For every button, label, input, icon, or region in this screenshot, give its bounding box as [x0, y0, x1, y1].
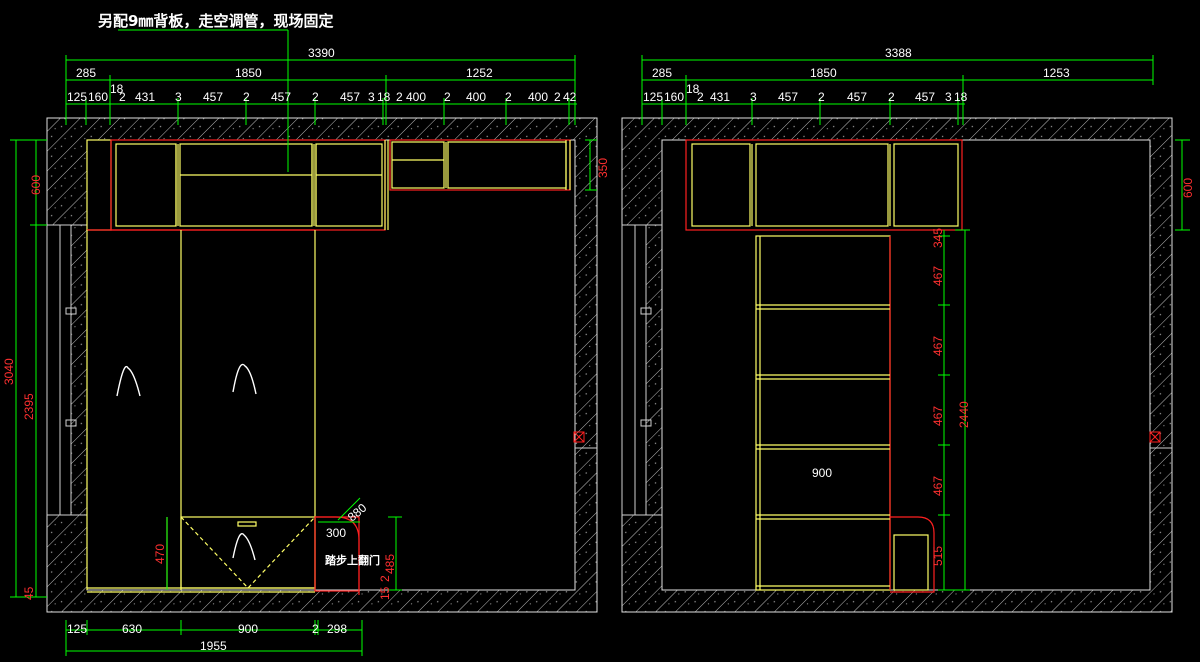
left-bottom-dim: 298 — [327, 622, 347, 636]
left-bottom-total: 1955 — [200, 639, 227, 653]
right-seg1-b: 1850 — [810, 66, 837, 80]
left-seg2: 457 — [203, 90, 223, 104]
left-seg2: 2 — [243, 90, 250, 104]
left-seg2: 3 — [368, 90, 375, 104]
right-height-345: 345 — [931, 228, 945, 248]
right-height-467: 467 — [931, 266, 945, 286]
left-upper-cabinets — [86, 139, 571, 231]
right-height-515: 515 — [931, 546, 945, 566]
left-wall-frame — [46, 117, 598, 613]
right-height-467: 467 — [931, 406, 945, 426]
left-bottom-dim: 900 — [238, 622, 258, 636]
right-seg2: 125 — [643, 90, 663, 104]
right-wall-marker-icon — [1149, 431, 1161, 443]
left-seg2: 2 — [505, 90, 512, 104]
left-seg2: 400 — [466, 90, 486, 104]
right-seg2: 2 — [697, 90, 704, 104]
right-seg2: 2 — [888, 90, 895, 104]
right-seg2: 18 — [954, 90, 968, 104]
left-seg2: 18 — [377, 90, 391, 104]
right-seg1-c: 1253 — [1043, 66, 1070, 80]
left-seg2: 457 — [271, 90, 291, 104]
left-seg2: 3 — [175, 90, 182, 104]
left-total-width: 3390 — [308, 46, 335, 60]
left-inner-15: 15 — [378, 586, 392, 600]
right-height-600: 600 — [1181, 178, 1195, 198]
right-shelf-width: 900 — [812, 466, 832, 480]
right-small-18: 18 — [686, 82, 700, 96]
left-height-3040: 3040 — [2, 358, 16, 385]
left-small-18: 18 — [110, 82, 124, 96]
right-height-2440: 2440 — [957, 401, 971, 428]
left-step-door-note: 踏步上翻门 — [325, 553, 380, 567]
left-inner-880: 880 — [345, 500, 370, 524]
left-seg2: 2 — [119, 90, 126, 104]
left-seg1-a: 285 — [76, 66, 96, 80]
left-inner-2: 2 — [378, 575, 392, 582]
left-seg2: 431 — [135, 90, 155, 104]
right-height-467: 467 — [931, 476, 945, 496]
left-wardrobe — [86, 229, 360, 595]
left-seg1-c: 1252 — [466, 66, 493, 80]
right-upper-cabinets — [685, 139, 963, 231]
right-seg2: 160 — [664, 90, 684, 104]
hanger-icon — [232, 533, 256, 561]
right-height-467: 467 — [931, 336, 945, 356]
right-shelf-unit — [755, 235, 935, 593]
right-seg2: 3 — [750, 90, 757, 104]
left-bottom-dim: 630 — [122, 622, 142, 636]
right-seg2: 431 — [710, 90, 730, 104]
left-elevation: 另配9㎜背板，走空调管，现场固定 3390 285 1850 1252 18 1… — [2, 12, 610, 656]
left-seg2: 42 — [563, 90, 577, 104]
left-seg2: 400 — [406, 90, 426, 104]
right-seg2: 3 — [945, 90, 952, 104]
right-seg1-a: 285 — [652, 66, 672, 80]
left-inner-485: 485 — [383, 554, 397, 574]
left-inner-300: 300 — [326, 526, 346, 540]
right-seg2: 2 — [818, 90, 825, 104]
left-height-45: 45 — [22, 586, 36, 600]
hanger-icon — [232, 363, 257, 395]
left-seg2: 2 — [396, 90, 403, 104]
left-bottom-dim: 125 — [67, 622, 87, 636]
right-dimensions — [641, 55, 1190, 591]
right-seg2: 457 — [915, 90, 935, 104]
left-note-back-panel: 另配9㎜背板，走空调管，现场固定 — [98, 12, 333, 30]
right-seg2: 457 — [847, 90, 867, 104]
left-height-2395: 2395 — [22, 393, 36, 420]
left-seg2: 160 — [88, 90, 108, 104]
left-right-height: 350 — [596, 158, 610, 178]
left-inner-470: 470 — [153, 544, 167, 564]
left-seg2: 400 — [528, 90, 548, 104]
left-seg2: 2 — [554, 90, 561, 104]
left-seg1-b: 1850 — [235, 66, 262, 80]
right-total-width: 3388 — [885, 46, 912, 60]
left-bottom-dim: 2 — [312, 622, 319, 636]
left-dimensions — [10, 29, 597, 656]
right-seg2: 457 — [778, 90, 798, 104]
left-seg2: 2 — [444, 90, 451, 104]
left-seg2: 457 — [340, 90, 360, 104]
left-wall-marker-icon — [573, 431, 585, 443]
left-seg2: 2 — [312, 90, 319, 104]
right-wall-frame — [621, 117, 1173, 613]
left-seg2: 125 — [67, 90, 87, 104]
hanger-icon — [116, 365, 141, 397]
left-height-600: 600 — [29, 175, 43, 195]
right-elevation: 3388 285 1850 1253 18 125 160 2 431 3 45… — [621, 46, 1195, 613]
